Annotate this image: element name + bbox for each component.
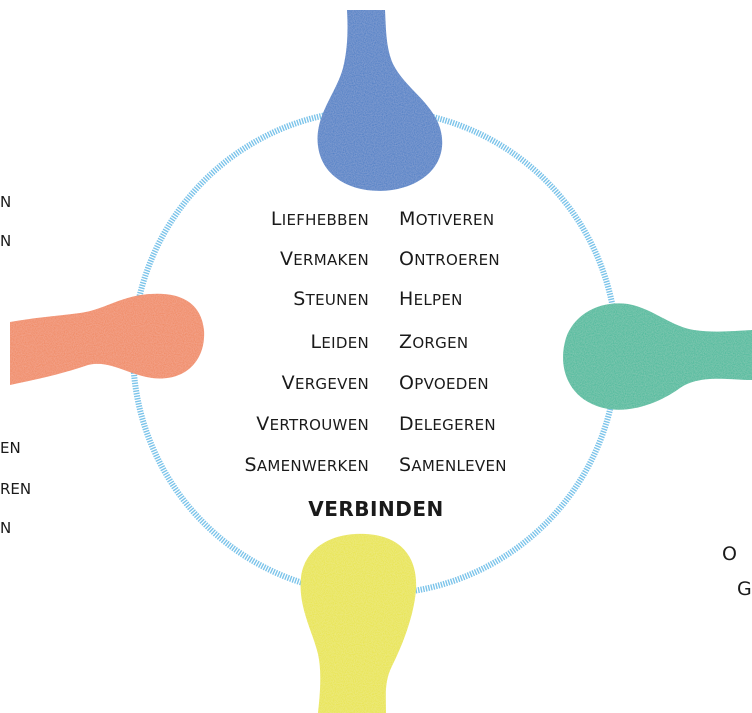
word-rest: IEFHEBBEN [282,211,369,229]
fragment-text: N [0,232,11,250]
word-initial: M [399,208,416,230]
right-edge-fragment: G [737,580,752,599]
fragment-text: EN [0,439,21,457]
word-initial: V [256,413,269,435]
word-motiveren: MOTIVEREN [399,210,494,229]
left-edge-fragment: N [0,520,11,536]
word-steunen: STEUNEN [293,290,369,309]
word-initial: S [244,454,256,476]
word-vergeven: VERGEVEN [282,374,369,393]
word-vertrouwen: VERTROUWEN [256,415,369,434]
balloon-top-blue [318,10,443,191]
word-initial: Z [399,331,412,353]
word-zorgen: ZORGEN [399,333,468,352]
word-rest: ERTROUWEN [270,416,369,434]
word-rest: ERMAKEN [293,251,369,269]
word-rest: AMENWERKEN [257,457,369,475]
word-rest: OTIVEREN [416,211,495,229]
word-leiden: LEIDEN [310,333,369,352]
word-samenwerken: SAMENWERKEN [244,456,369,475]
left-edge-fragment: N [0,233,11,249]
left-edge-fragment: N [0,194,11,210]
fragment-text: N [0,519,11,537]
word-rest: AMENLEVEN [411,457,506,475]
word-rest: ELEGEREN [414,416,496,434]
word-rest: TEUNEN [306,291,369,309]
word-initial: V [280,248,293,270]
word-rest: NTROEREN [414,251,500,269]
word-initial: L [271,208,282,230]
word-initial: V [282,372,295,394]
fragment-text: REN [0,480,31,498]
word-rest: ORGEN [412,334,468,352]
balloon-bottom-yellow [301,534,417,713]
word-ontroeren: ONTROEREN [399,250,500,269]
right-edge-fragment: O [722,545,737,564]
word-rest: ERGEVEN [295,375,369,393]
word-delegeren: DELEGEREN [399,415,496,434]
center-label: VERBINDEN [0,497,752,521]
fragment-text: G [737,578,752,600]
word-initial: S [399,454,411,476]
word-initial: S [293,288,305,310]
word-initial: O [399,248,414,270]
balloon-right-green [563,303,752,409]
word-liefhebben: LIEFHEBBEN [271,210,369,229]
word-opvoeden: OPVOEDEN [399,374,489,393]
word-vermaken: VERMAKEN [280,250,369,269]
word-rest: PVOEDEN [414,375,489,393]
fragment-text: N [0,193,11,211]
word-rest: ELPEN [414,291,463,309]
word-initial: L [310,331,321,353]
word-initial: H [399,288,414,310]
balloon-left-orange [10,294,204,385]
word-initial: O [399,372,414,394]
fragment-text: O [722,543,737,565]
word-rest: EIDEN [321,334,369,352]
left-edge-fragment: REN [0,481,31,497]
word-initial: D [399,413,414,435]
word-samenleven: SAMENLEVEN [399,456,507,475]
left-edge-fragment: EN [0,440,21,456]
word-helpen: HELPEN [399,290,463,309]
